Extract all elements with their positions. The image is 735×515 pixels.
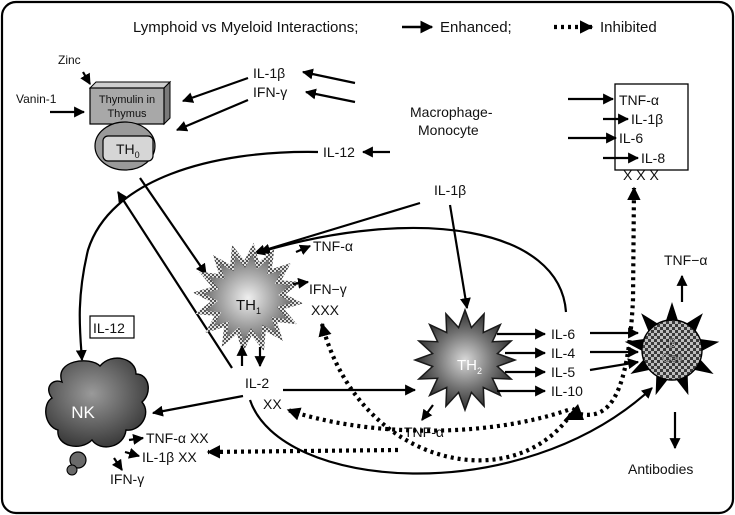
il2-to-nk-arrow bbox=[151, 394, 244, 417]
nk-tnfa-arrow bbox=[128, 433, 145, 445]
thymus-box-top bbox=[88, 81, 172, 89]
th2-il4-label: IL-4 bbox=[551, 345, 575, 361]
th1-cell bbox=[192, 242, 304, 354]
nk-ifng-arrow bbox=[111, 457, 123, 471]
il1b-mid-label: IL-1β bbox=[434, 182, 466, 198]
il2-xx-label: XX bbox=[263, 396, 282, 412]
th2-cell bbox=[412, 307, 518, 413]
mac-il8-label: IL-8 bbox=[641, 150, 665, 166]
il10-inhibits-il2-arrow bbox=[286, 407, 569, 433]
th0-cell bbox=[102, 135, 154, 162]
thymus-box-side bbox=[163, 80, 171, 126]
il10-inhibits-th1-arrow bbox=[318, 322, 577, 463]
legend-inhibited-label: Inhibited bbox=[600, 19, 657, 36]
th1-tnfa-label: TNF-α bbox=[313, 238, 353, 254]
th1-ifng-arrow bbox=[292, 277, 310, 289]
thymus-line1: Thymulin in bbox=[99, 94, 155, 106]
il1b-to-th2-arrow bbox=[448, 204, 471, 310]
nk-il1b-arrow bbox=[124, 447, 141, 459]
nk-tnfa-label: TNF-α XX bbox=[146, 430, 209, 446]
ifng-to-thymus-arrow bbox=[175, 98, 249, 132]
thymus-line2: Thymus bbox=[107, 108, 147, 120]
zinc-arrow bbox=[80, 71, 91, 85]
th2-il6-label: IL-6 bbox=[551, 326, 575, 342]
il2-to-bcell-arrow bbox=[248, 387, 653, 475]
th1-xxx-label: XXX bbox=[311, 302, 340, 318]
th2-tnfa-arrow bbox=[421, 404, 434, 421]
mac-xxx-label: X X X bbox=[623, 167, 659, 183]
antibodies-label: Antibodies bbox=[628, 461, 693, 477]
nk-il12-label: IL-12 bbox=[93, 320, 125, 336]
th2-il5-label: IL-5 bbox=[551, 364, 575, 380]
bcell-label-line1: B bbox=[668, 336, 676, 350]
il10-inhibition-node bbox=[564, 404, 584, 420]
nk-cell bbox=[45, 357, 149, 448]
legend-enhanced-label: Enhanced; bbox=[440, 19, 512, 36]
bcell-label-line2: Cell bbox=[662, 351, 683, 365]
mac-il6-label: IL-6 bbox=[619, 130, 643, 146]
top-il1b-label: IL-1β bbox=[253, 65, 285, 81]
macrophage-line2: Monocyte bbox=[418, 122, 479, 138]
th2-tnfa-label: TNF-α bbox=[404, 424, 444, 440]
nk-ifng-label: IFN-γ bbox=[110, 471, 144, 487]
il12-to-nk-arrow bbox=[75, 150, 319, 362]
zinc-label: Zinc bbox=[58, 53, 81, 67]
thymus-group: Zinc Vanin-1 Thymulin in Thymus TH0 bbox=[16, 53, 172, 171]
il2-to-th0-line bbox=[117, 191, 233, 369]
macrophage-cytokine-box bbox=[614, 83, 689, 171]
th2-feedback-to-th1-arrow bbox=[258, 226, 568, 313]
top-ifng-label: IFN-γ bbox=[253, 84, 287, 100]
nk-cell-bleb-2 bbox=[66, 464, 78, 476]
bcell-cell bbox=[641, 319, 703, 381]
th2-label: TH2 bbox=[457, 357, 482, 376]
thymus-box bbox=[89, 87, 165, 125]
il2-label: IL-2 bbox=[245, 375, 269, 391]
th1-ifng-label: IFN−γ bbox=[309, 281, 347, 297]
macrophage-line1: Macrophage- bbox=[410, 104, 493, 120]
top-ifng-in-arrow bbox=[304, 88, 356, 104]
top-il1b-in-arrow bbox=[301, 68, 356, 85]
bcell-tnfa-label: TNF−α bbox=[664, 252, 707, 268]
legend-title: Lymphoid vs Myeloid Interactions; bbox=[133, 19, 358, 36]
nk-label: NK bbox=[71, 403, 95, 422]
th1-label: TH1 bbox=[236, 297, 261, 316]
nk-il12-box bbox=[89, 315, 135, 339]
legend: Lymphoid vs Myeloid Interactions; Enhanc… bbox=[133, 19, 657, 36]
il10-inhibits-macrophage-arrow bbox=[579, 186, 641, 417]
th1-tnfa-arrow bbox=[295, 244, 312, 255]
nk-il1b-label: IL-1β XX bbox=[142, 449, 197, 465]
il1b-to-th1-arrow bbox=[253, 201, 421, 256]
il5-to-bcell-arrow bbox=[589, 358, 640, 372]
nk-cell-bleb-1 bbox=[69, 451, 87, 469]
il12-top-label: IL-12 bbox=[323, 144, 355, 160]
mac-il1b-label: IL-1β bbox=[631, 111, 663, 127]
th0-to-th1-arrow bbox=[139, 177, 207, 275]
th0-label: TH0 bbox=[116, 141, 140, 160]
mac-tnfa-label: TNF-α bbox=[619, 92, 659, 108]
il1b-to-thymus-arrow bbox=[181, 76, 249, 103]
vanin-label: Vanin-1 bbox=[16, 92, 57, 106]
th2-il10-label: IL-10 bbox=[551, 383, 583, 399]
